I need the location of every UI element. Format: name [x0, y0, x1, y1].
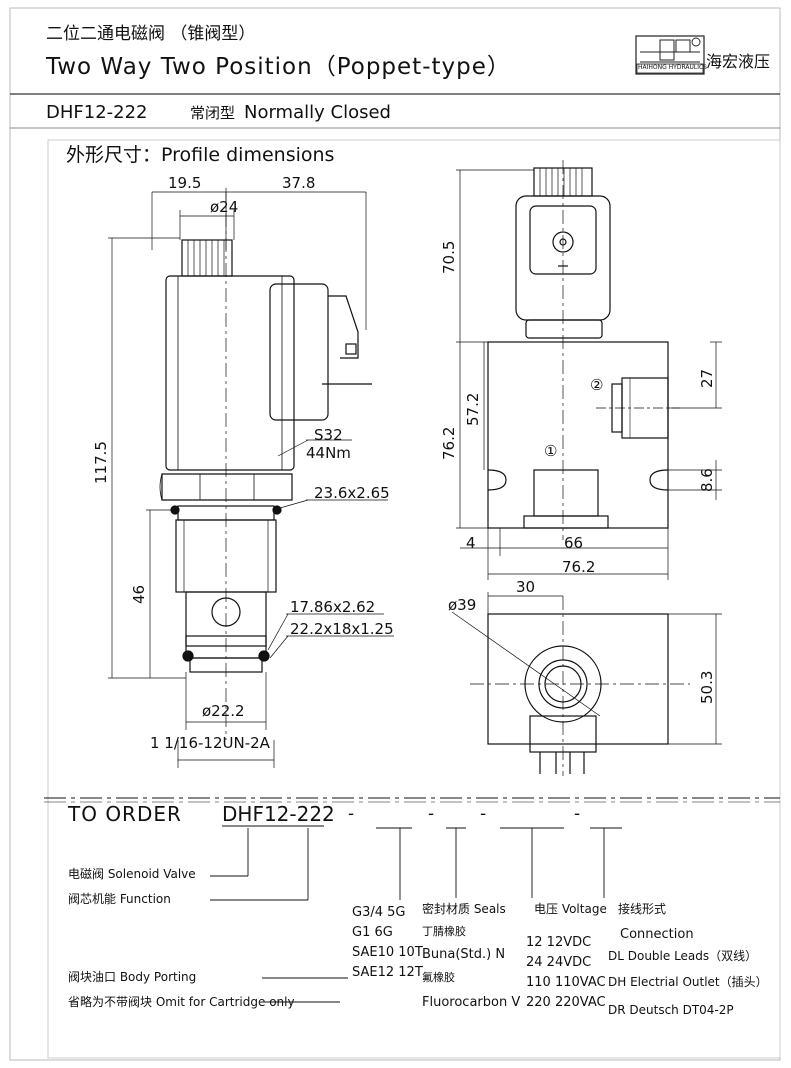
top-view	[487, 613, 669, 774]
seals-buna: Buna(Std.) N	[422, 947, 506, 962]
seals-fluoro-cn: 氟橡胶	[422, 971, 455, 984]
order-sep-4: -	[574, 804, 581, 824]
dim-oring-23-6: 23.6x2.65	[314, 484, 390, 502]
order-code: DHF12-222	[222, 802, 335, 826]
port-option-1: G3/4 5G	[352, 905, 406, 920]
dim-27: 27	[698, 368, 716, 388]
connection-title-en: Connection	[620, 927, 694, 942]
order-body-porting: 阀块油口 Body Porting	[68, 970, 197, 984]
dim-46: 46	[130, 584, 148, 604]
connection-dh: DH Electrial Outlet（插头）	[608, 975, 768, 989]
order-function: 阀芯机能 Function	[68, 892, 171, 906]
order-sep-3: -	[480, 804, 487, 824]
type-english: Normally Closed	[244, 102, 391, 123]
seals-fluoro: Fluorocarbon V	[422, 995, 521, 1010]
port-option-3: SAE10 10T	[352, 945, 423, 960]
connection-dl: DL Double Leads（双线）	[608, 949, 758, 963]
dim-thread-22-2: 22.2x18x1.25	[290, 620, 394, 638]
dim-66: 66	[564, 534, 584, 552]
seals-title: 密封材质 Seals	[422, 902, 506, 916]
dim-oring-17-86: 17.86x2.62	[290, 598, 376, 616]
dim-76-2-vertical: 76.2	[440, 426, 458, 460]
order-solenoid: 电磁阀 Solenoid Valve	[68, 867, 196, 881]
brand-name: 海宏液压	[706, 52, 771, 71]
inner-frame	[47, 139, 781, 1059]
haihong-logo	[635, 35, 705, 75]
connection-dr: DR Deutsch DT04-2P	[608, 1003, 734, 1017]
port-option-4: SAE12 12T	[352, 965, 423, 980]
voltage-12: 12 12VDC	[526, 935, 592, 950]
voltage-title: 电压 Voltage	[534, 902, 607, 916]
dim-57-2: 57.2	[464, 392, 482, 426]
title-chinese: 二位二通电磁阀 （锥阀型）	[46, 24, 256, 44]
voltage-220: 220 220VAC	[526, 995, 606, 1010]
type-chinese: 常闭型	[190, 104, 236, 122]
dim-19-5: 19.5	[168, 174, 202, 192]
connection-title-cn: 接线形式	[618, 902, 667, 916]
dim-phi-22-2: ø22.2	[202, 702, 245, 720]
voltage-110: 110 110VAC	[526, 975, 606, 990]
logo-caption: HAIHONG HYDRAULICS	[638, 64, 707, 71]
voltage-24: 24 24VDC	[526, 955, 592, 970]
dim-main-thread: 1 1/16-12UN-2A	[150, 734, 270, 752]
side-dimensions	[108, 191, 394, 768]
dim-117-5: 117.5	[92, 441, 110, 484]
order-sep-1: -	[348, 804, 355, 824]
title-english: Two Way Two Position（Poppet-type）	[46, 54, 511, 80]
dim-phi-24: ø24	[210, 198, 239, 216]
order-leaders	[210, 825, 622, 1003]
dim-44nm: 44Nm	[306, 444, 351, 462]
dim-30: 30	[516, 578, 536, 596]
dim-phi-39: ø39	[448, 596, 477, 614]
profile-label: 外形尺寸：Profile dimensions	[66, 144, 335, 166]
port-option-2: G1 6G	[352, 925, 393, 940]
order-sep-2: -	[428, 804, 435, 824]
seals-buna-cn: 丁腈橡胶	[422, 925, 466, 938]
port-1-label: ①	[544, 442, 558, 460]
dim-4: 4	[466, 534, 476, 552]
port-2-label: ②	[590, 376, 604, 394]
order-heading: TO ORDER	[68, 802, 182, 826]
dim-70-5: 70.5	[440, 240, 458, 274]
model-number: DHF12-222	[46, 102, 148, 123]
front-view	[487, 167, 669, 529]
dim-50-3: 50.3	[698, 670, 716, 704]
front-dimensions	[456, 169, 722, 580]
dim-76-2-horizontal: 76.2	[562, 558, 596, 576]
dim-s32: S32	[314, 426, 343, 444]
order-omit: 省略为不带阀块 Omit for Cartridge only	[68, 995, 295, 1009]
top-dimensions	[451, 592, 722, 745]
dim-37-8: 37.8	[282, 174, 316, 192]
dim-8-6: 8.6	[698, 468, 716, 492]
